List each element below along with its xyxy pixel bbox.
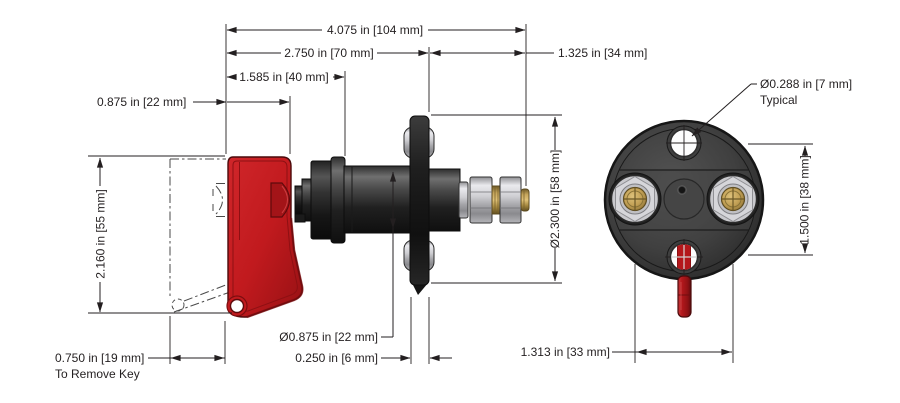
dim-key-removal: 0.750 in [19 mm] To Remove Key <box>55 351 225 381</box>
key-tip <box>677 275 692 318</box>
dim-terminal-spacing-label: 1.313 in [33 mm] <box>521 345 610 359</box>
dim-key-to-body-label: 1.585 in [40 mm] <box>239 70 328 84</box>
dim-hole-spacing-label: 1.500 in [38 mm] <box>798 155 812 244</box>
stud-tip <box>520 188 530 212</box>
dim-mounting-hole: Ø0.288 in [7 mm] Typical <box>691 77 852 137</box>
body-shoulder <box>428 168 461 232</box>
dim-panel-thickness-label: 0.250 in [6 mm] <box>295 351 378 365</box>
dim-body-length: 2.750 in [70 mm] <box>226 46 429 60</box>
hex-nut-1 <box>469 176 493 224</box>
dim-key-removal-note: To Remove Key <box>55 367 140 381</box>
dim-stud-projection: 1.325 in [34 mm] <box>430 46 647 60</box>
dim-overall-length: 4.075 in [104 mm] <box>226 23 526 37</box>
dim-mounting-hole-note: Typical <box>760 93 797 107</box>
dim-mounting-hole-label: Ø0.288 in [7 mm] <box>760 77 852 91</box>
switch-collar <box>310 156 346 244</box>
stud-washer <box>458 181 469 219</box>
dim-terminal-spacing: 1.313 in [33 mm] <box>521 345 732 359</box>
rear-view-dimensions: Ø0.288 in [7 mm] Typical 1.500 in [38 mm… <box>521 77 852 363</box>
dim-key-height-label: 2.160 in [55 mm] <box>94 189 108 278</box>
dim-key-head-width: 0.875 in [22 mm] <box>97 95 290 109</box>
red-key <box>226 156 304 319</box>
side-view-dimensions: 4.075 in [104 mm] 2.750 in [70 mm] 1.325… <box>55 23 647 381</box>
hex-nut-2 <box>499 176 522 224</box>
terminal-left <box>608 172 662 226</box>
rear-view: Ø0.288 in [7 mm] Typical 1.500 in [38 mm… <box>521 77 852 363</box>
dim-stud-projection-label: 1.325 in [34 mm] <box>558 46 647 60</box>
dim-hole-spacing: 1.500 in [38 mm] <box>798 145 812 254</box>
key-inner-ridge <box>232 160 298 312</box>
terminal-right <box>706 172 760 226</box>
key-hole <box>229 298 245 314</box>
mounting-hole-bottom <box>665 239 703 275</box>
pivot-dot <box>678 186 686 194</box>
stud-thread <box>491 185 501 215</box>
dim-body-length-label: 2.750 in [70 mm] <box>284 46 373 60</box>
dim-key-removal-label: 0.750 in [19 mm] <box>55 351 144 365</box>
side-view: 4.075 in [104 mm] 2.750 in [70 mm] 1.325… <box>55 23 647 381</box>
phantom-key-hole <box>171 298 185 312</box>
dim-flange-diameter-label: Ø2.300 in [58 mm] <box>548 150 562 249</box>
dim-flange-diameter: Ø2.300 in [58 mm] <box>548 116 562 282</box>
dim-overall-length-label: 4.075 in [104 mm] <box>327 23 423 37</box>
switch-body <box>343 165 412 234</box>
center-boss <box>663 178 705 220</box>
key-shaft <box>294 178 313 223</box>
dim-panel-thickness: 0.250 in [6 mm] <box>295 351 452 365</box>
dim-key-height: 2.160 in [55 mm] <box>94 157 108 313</box>
dim-key-head-width-label: 0.875 in [22 mm] <box>97 95 186 109</box>
terminal-stud <box>458 176 530 224</box>
dim-barrel-diameter-label: Ø0.875 in [22 mm] <box>279 330 378 344</box>
dim-key-to-body: 1.585 in [40 mm] <box>226 70 345 84</box>
dim-barrel-diameter: Ø0.875 in [22 mm] <box>279 171 397 344</box>
mounting-flange <box>409 115 430 295</box>
